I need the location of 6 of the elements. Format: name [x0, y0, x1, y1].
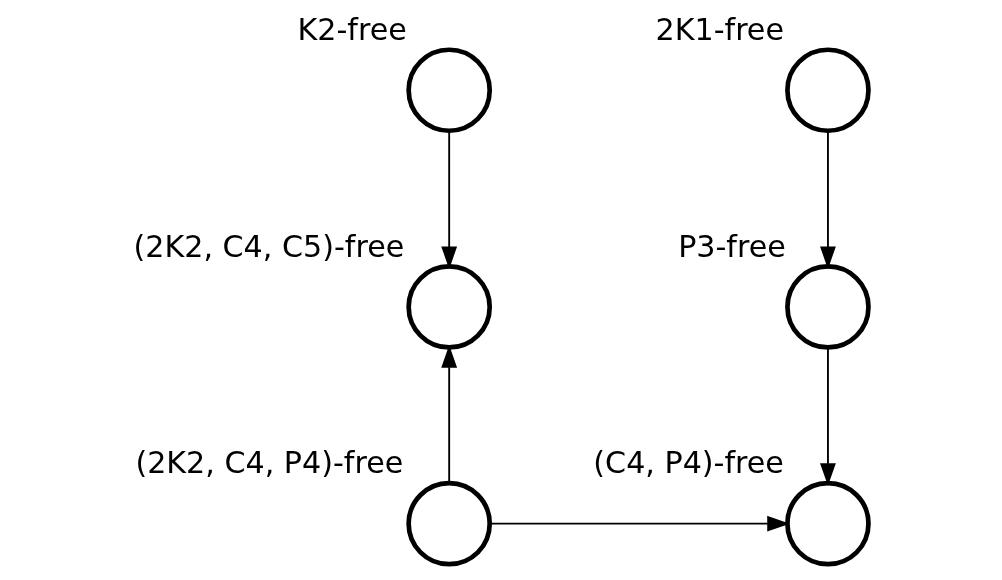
node-label: (C4, P4)-free: [593, 445, 784, 481]
node-label: 2K1-free: [655, 11, 784, 47]
node-label: P3-free: [678, 228, 786, 264]
node-label: (2K2, C4, C5)-free: [133, 228, 405, 264]
node-label: K2-free: [297, 11, 407, 47]
node-label: (2K2, C4, P4)-free: [135, 445, 404, 481]
